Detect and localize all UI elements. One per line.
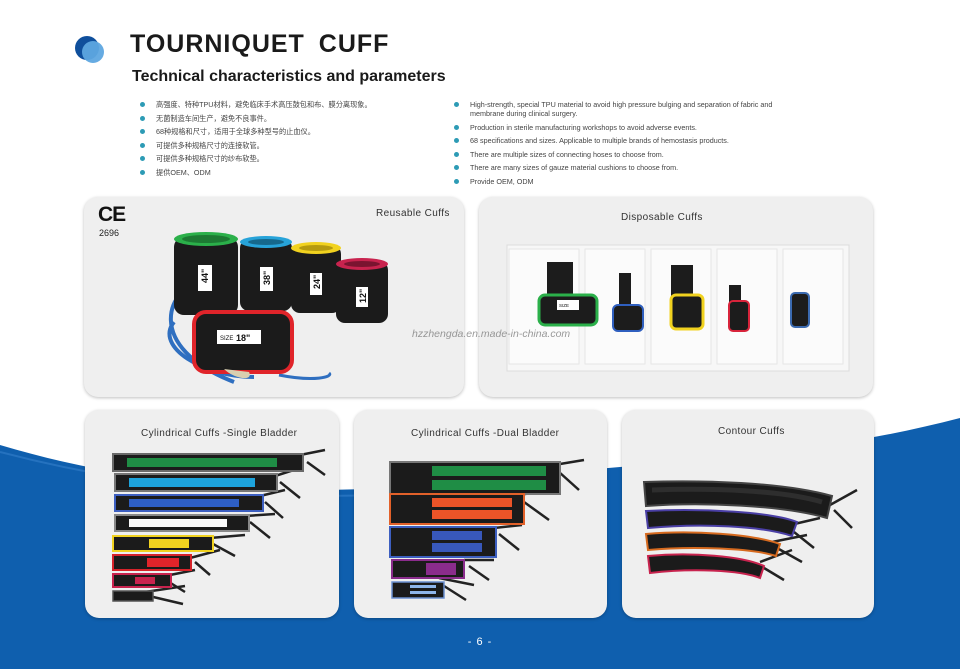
size-label-24: 24" [312, 275, 322, 289]
dual-cuff-small [391, 581, 445, 599]
feature-cn-item: 可提供多种规格尺寸的纱布软垫。 [140, 154, 430, 163]
cuff-magenta [336, 258, 388, 323]
reusable-cuffs-photo: 44" 38" 24" 12" SIZ [167, 232, 388, 384]
disposable-cuff-small [790, 292, 810, 328]
feature-cn-item: 提供OEM、ODM [140, 168, 430, 177]
cuff-yellow [291, 242, 341, 313]
disposable-cuff-red [728, 285, 750, 332]
page-subtitle: Technical characteristics and parameters [132, 68, 446, 85]
dual-bladder-label: Cylindrical Cuffs -Dual Bladder [411, 428, 560, 439]
single-bladder-panel: Cylindrical Cuffs -Single Bladder [85, 410, 339, 618]
feature-en-item: There are multiple sizes of connecting h… [454, 150, 794, 159]
feature-en-item: There are many sizes of gauze material c… [454, 163, 794, 172]
reusable-cuffs-label: Reusable Cuffs [376, 208, 450, 219]
feature-cn-item: 可提供多种规格尺寸的连接软管。 [140, 141, 430, 150]
single-bladder-label: Cylindrical Cuffs -Single Bladder [141, 428, 298, 439]
single-bladder-cuffs-photo [112, 448, 326, 606]
contour-cuff-4 [646, 553, 766, 580]
size-label-18: 18" [236, 333, 250, 343]
dual-bladder-cuffs-photo [389, 458, 585, 602]
feature-cn-item: 无菌制造车间生产，避免不良事件。 [140, 114, 430, 123]
disposable-cuff-green: SIZE [537, 262, 599, 327]
watermark: hzzhengda.en.made-in-china.com [412, 328, 571, 340]
features-english-list: High-strength, special TPU material to a… [454, 100, 794, 191]
disposable-cuff-yellow [669, 265, 705, 331]
feature-en-item: Provide OEM, ODM [454, 177, 794, 186]
contour-cuff-2 [644, 509, 799, 538]
disposable-cuff-blue [612, 273, 644, 332]
disposable-cuffs-photo: SIZE [506, 244, 850, 372]
disposable-size-tag: SIZE [559, 303, 569, 308]
feature-cn-item: 高强度、特种TPU材料，避免临床手术高压鼓包和布、膜分离现象。 [140, 100, 430, 109]
features-chinese-list: 高强度、特种TPU材料，避免临床手术高压鼓包和布、膜分离现象。 无菌制造车间生产… [140, 100, 430, 182]
page-number: - 6 - [467, 636, 493, 648]
disposable-cuffs-panel: Disposable Cuffs SIZE [479, 197, 873, 397]
contour-cuffs-label: Contour Cuffs [718, 426, 785, 437]
contour-cuffs-panel: Contour Cuffs [622, 410, 874, 618]
cuff-red-front [192, 310, 294, 379]
cuff-blue [240, 236, 292, 311]
reusable-cuffs-panel: CE 2696 Reusable Cuffs 44" 38" 2 [84, 197, 464, 397]
ce-number: 2696 [99, 228, 120, 238]
feature-cn-item: 68种规格和尺寸，适用于全球多种型号的止血仪。 [140, 127, 430, 136]
cuff-strip-small [112, 590, 154, 602]
contour-cuffs-photo [642, 480, 858, 582]
feature-en-item: Production in sterile manufacturing work… [454, 123, 794, 132]
disposable-cuffs-label: Disposable Cuffs [621, 212, 703, 223]
size-label-44: 44" [200, 269, 210, 283]
contour-cuff-3 [644, 531, 782, 558]
size-label-38: 38" [262, 271, 272, 285]
feature-en-item: 68 specifications and sizes. Applicable … [454, 136, 794, 145]
page-title: TOURNIQUET CUFF [130, 30, 390, 58]
feature-en-item: High-strength, special TPU material to a… [454, 100, 794, 118]
cuff-green [174, 232, 238, 315]
dual-bladder-panel: Cylindrical Cuffs -Dual Bladder [354, 410, 607, 618]
size-tag: SIZE [220, 336, 233, 342]
ce-mark: CE [98, 203, 126, 226]
logo-circles-icon [75, 36, 104, 63]
size-label-12: 12" [358, 289, 368, 303]
